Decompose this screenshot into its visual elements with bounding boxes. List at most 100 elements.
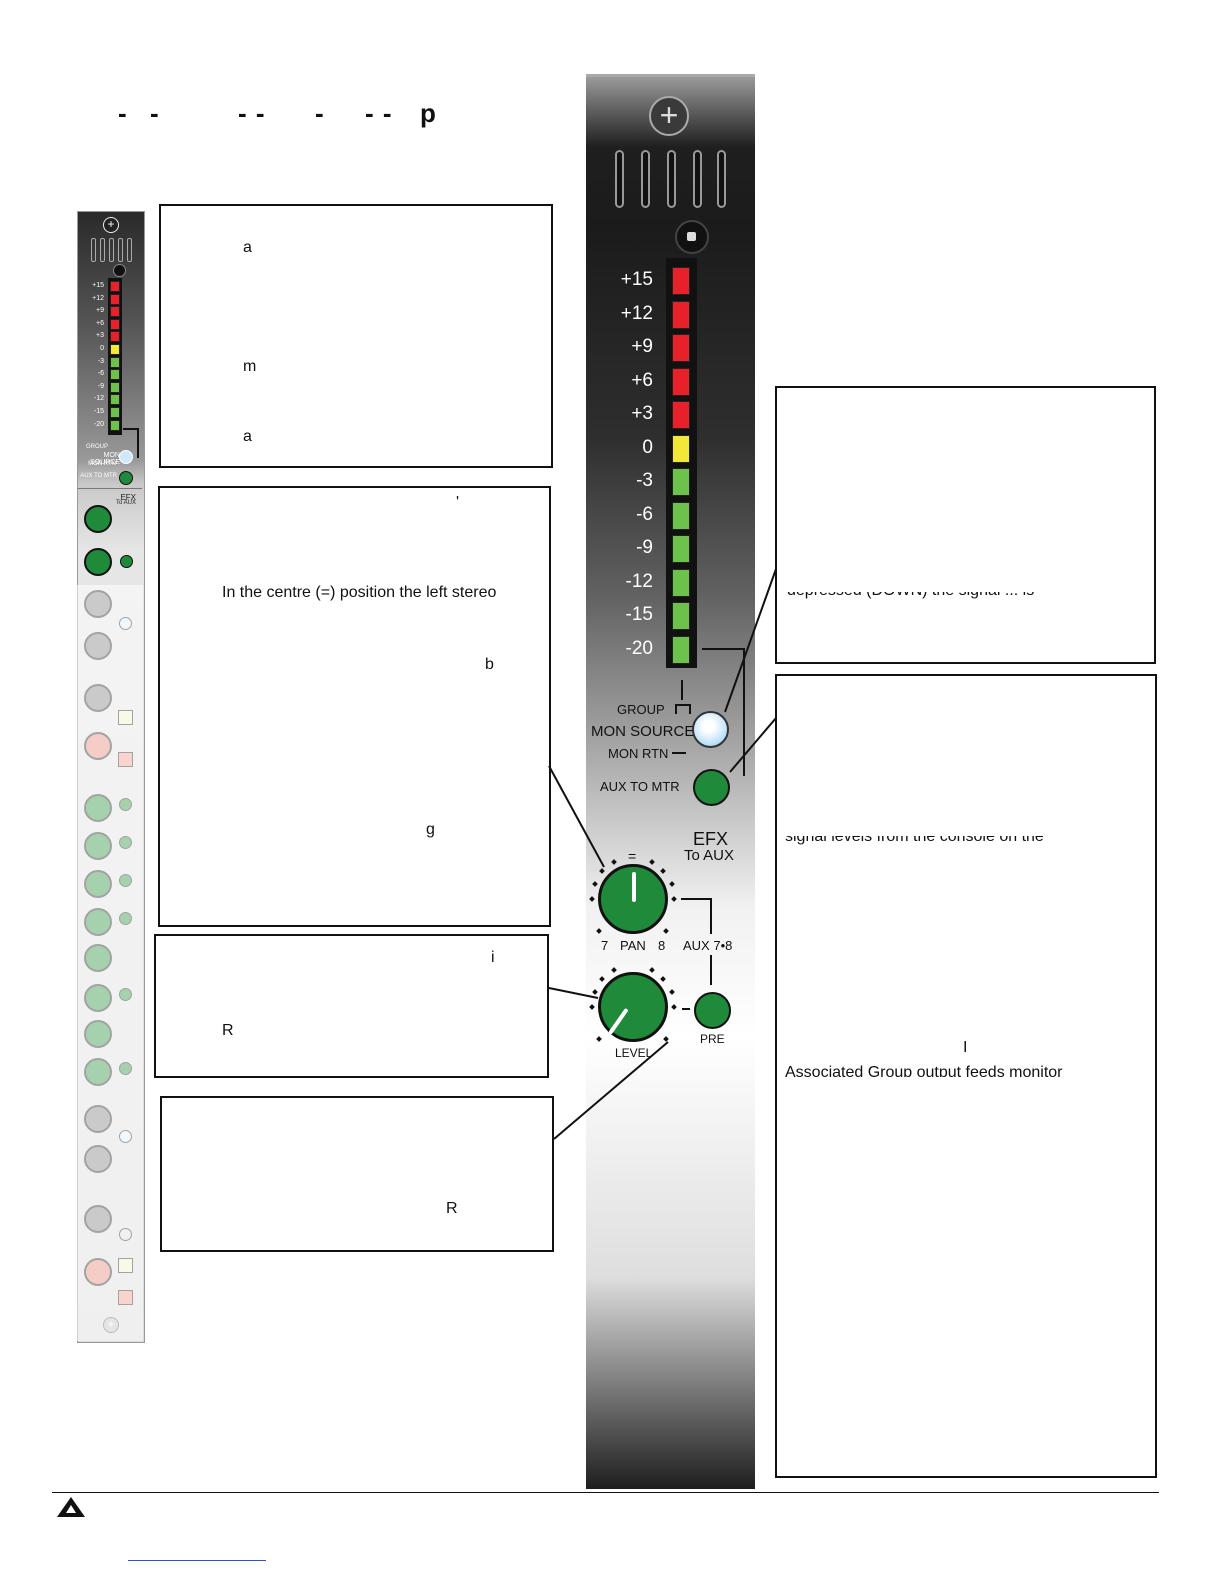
meter-scale-label: -6 bbox=[636, 503, 653, 525]
pan-center-mark: = bbox=[628, 848, 637, 864]
meter-segment bbox=[672, 334, 690, 362]
mini-meter-segment bbox=[110, 394, 120, 406]
mini-meter-segment bbox=[110, 381, 120, 393]
vent-slots-icon bbox=[91, 238, 133, 262]
leader-line bbox=[123, 428, 138, 430]
meter-callout: a m a bbox=[159, 204, 553, 468]
mini-meter-segment bbox=[110, 281, 120, 292]
mini-meter-segment bbox=[110, 331, 120, 343]
mounting-screw-icon: + bbox=[103, 217, 119, 233]
efx-label: EFX bbox=[693, 829, 729, 849]
meter-scale-label: -9 bbox=[636, 537, 653, 558]
meter-scale-label: -20 bbox=[625, 637, 653, 659]
mini-meter-scale-label: +12 bbox=[92, 294, 104, 302]
meter-scale-label: -12 bbox=[625, 570, 653, 592]
callout-text: a bbox=[243, 239, 252, 256]
meter-scale-label: -15 bbox=[625, 604, 653, 625]
meter-segment bbox=[672, 401, 690, 429]
meter-segment bbox=[672, 300, 690, 329]
led-socket-icon bbox=[675, 220, 709, 254]
callout-text: depressed (DOWN) the signal ... is bbox=[787, 582, 1035, 599]
mini-pan-knob[interactable] bbox=[84, 505, 112, 533]
mini-meter-segment bbox=[110, 344, 120, 355]
mini-faded-overlay bbox=[77, 585, 143, 1341]
footer-rule bbox=[52, 1492, 1159, 1493]
leader-line bbox=[682, 1008, 690, 1010]
to-aux-label: To AUX bbox=[684, 847, 735, 864]
meter-scale-label: +9 bbox=[631, 336, 653, 357]
pre-callout: R bbox=[160, 1096, 554, 1252]
pre-button[interactable] bbox=[694, 992, 731, 1029]
mini-meter-scale-label: -20 bbox=[93, 420, 104, 428]
title-fragment: - bbox=[118, 98, 128, 128]
mini-meter-scale-label: -15 bbox=[93, 408, 104, 415]
meter-scale-label: -3 bbox=[636, 470, 653, 491]
meter-segment bbox=[672, 267, 690, 295]
mini-meter-scale-label: +6 bbox=[96, 319, 104, 327]
aux-to-mtr-label: AUX TO MTR bbox=[600, 779, 680, 794]
pan-callout: ' In the centre (=) position the left st… bbox=[158, 486, 551, 927]
vent-slot-icon bbox=[615, 150, 624, 208]
mon-source-button[interactable] bbox=[692, 711, 729, 748]
meter-scale-label: +6 bbox=[631, 369, 653, 391]
callout-text: ' bbox=[456, 494, 460, 511]
meter-segment bbox=[672, 367, 690, 396]
knob-pointer bbox=[632, 872, 636, 902]
callout-text: a bbox=[243, 428, 252, 445]
callout-text: R bbox=[222, 1022, 234, 1039]
leader-line bbox=[710, 898, 712, 934]
mini-meter-segment bbox=[110, 356, 120, 368]
mini-pre-button[interactable] bbox=[120, 555, 133, 568]
mini-mon-source-button[interactable] bbox=[119, 450, 133, 464]
callout-text: I bbox=[963, 1039, 968, 1056]
meter-segment bbox=[672, 535, 690, 563]
callout-text: In the centre (=) position the left ster… bbox=[222, 584, 497, 601]
leader-line bbox=[137, 428, 139, 458]
group-label: GROUP bbox=[617, 702, 665, 717]
mini-efx-label: EFX bbox=[120, 493, 136, 502]
mini-meter-scale-label: -12 bbox=[93, 395, 104, 403]
mini-meter-scale-label: -9 bbox=[97, 382, 104, 390]
callout-text: m bbox=[243, 358, 257, 375]
divider bbox=[78, 488, 142, 489]
vent-slot-icon bbox=[641, 150, 650, 208]
leader-line bbox=[743, 648, 745, 776]
leader-line bbox=[710, 955, 712, 985]
pan-right-label: 8 bbox=[658, 938, 666, 953]
mini-mon-source-label: MON SOURCE bbox=[90, 452, 120, 466]
callout-text: b bbox=[485, 656, 494, 673]
level-label: LEVEL bbox=[615, 1046, 653, 1060]
triangle-logo-icon bbox=[57, 1497, 85, 1517]
meter-segment bbox=[672, 468, 690, 496]
aux-to-mtr-button[interactable] bbox=[693, 769, 730, 806]
aux78-label: AUX 7•8 bbox=[683, 938, 733, 953]
meter-segment bbox=[672, 501, 690, 530]
vent-slot-icon bbox=[717, 150, 726, 208]
mini-group-label: GROUP bbox=[85, 444, 108, 450]
mini-meter-scale-label: -3 bbox=[97, 357, 104, 365]
meter-segment bbox=[672, 434, 690, 463]
mini-meter-scale-label: +3 bbox=[96, 332, 104, 340]
led-socket-icon bbox=[113, 264, 126, 277]
level-knob[interactable] bbox=[598, 972, 668, 1042]
meter-scale-label: +3 bbox=[631, 403, 653, 424]
callout-text: i bbox=[491, 949, 495, 966]
mini-meter-segment bbox=[110, 318, 120, 330]
mini-meter-segment bbox=[110, 369, 120, 381]
meter-segment bbox=[672, 635, 690, 664]
callout-text: Associated Group output feeds monitor bbox=[785, 1064, 1063, 1081]
mini-to-aux-label: To AUX bbox=[115, 500, 136, 506]
mini-level-knob[interactable] bbox=[84, 548, 112, 576]
meter-scale-label: +12 bbox=[620, 302, 653, 324]
switch-down-icon bbox=[672, 752, 686, 757]
mini-meter-segment bbox=[110, 293, 120, 305]
leader-line bbox=[681, 680, 683, 700]
mini-mon-rtn-label: MON RTN bbox=[88, 461, 116, 467]
pan-knob[interactable] bbox=[598, 864, 668, 934]
vent-slot-icon bbox=[693, 150, 702, 208]
footer-link-underline[interactable] bbox=[128, 1560, 266, 1561]
mounting-screw-icon: + bbox=[649, 96, 689, 136]
mini-meter-scale-label: -6 bbox=[97, 370, 104, 378]
mini-aux-to-mtr-button[interactable] bbox=[119, 471, 133, 485]
